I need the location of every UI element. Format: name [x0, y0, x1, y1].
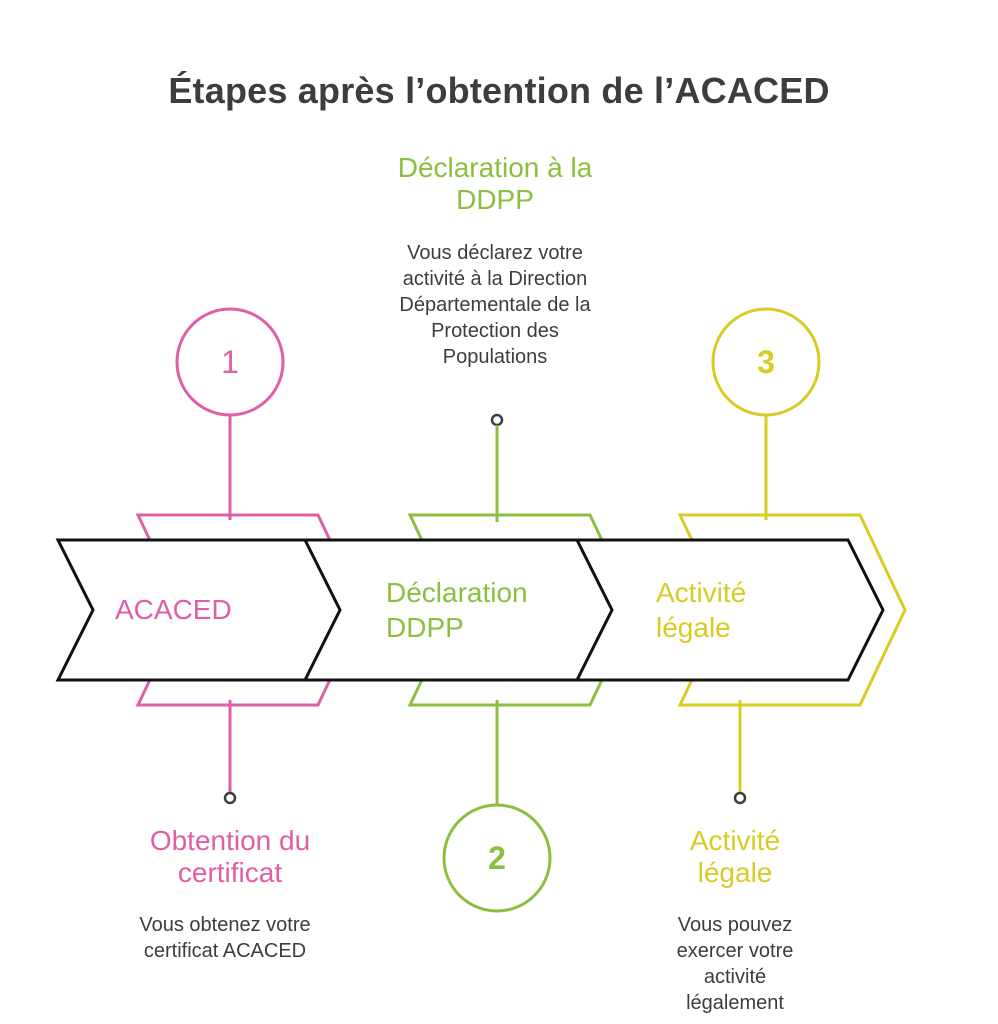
step-title-1: Obtention du certificat: [149, 825, 311, 889]
dot-3: [733, 791, 747, 805]
step-title-2: Déclaration à la DDPP: [397, 152, 593, 216]
dot-2: [490, 413, 504, 427]
step-description-1: Vous obtenez votre certificat ACACED: [139, 914, 311, 962]
arrow-label-3: Activité légale: [656, 577, 747, 643]
arrow-1: [55, 538, 342, 682]
step-description-3: Vous pouvez exercer votre activité légal…: [676, 914, 794, 1014]
dot-1: [223, 791, 237, 805]
step-number-2: 2: [488, 840, 506, 876]
arrow-label-1: ACACED: [115, 594, 232, 625]
number-circle-2: [442, 803, 552, 913]
arrow-label-2: Déclaration DDPP: [386, 577, 528, 643]
step-number-1: 1: [221, 344, 239, 380]
title: Étapes après l’obtention de l’ACACED: [168, 70, 830, 111]
step-description-2: Vous déclarez votre activité à la Direct…: [399, 242, 591, 368]
step-number-3: 3: [757, 344, 775, 380]
step-title-3: Activité légale: [689, 825, 781, 889]
